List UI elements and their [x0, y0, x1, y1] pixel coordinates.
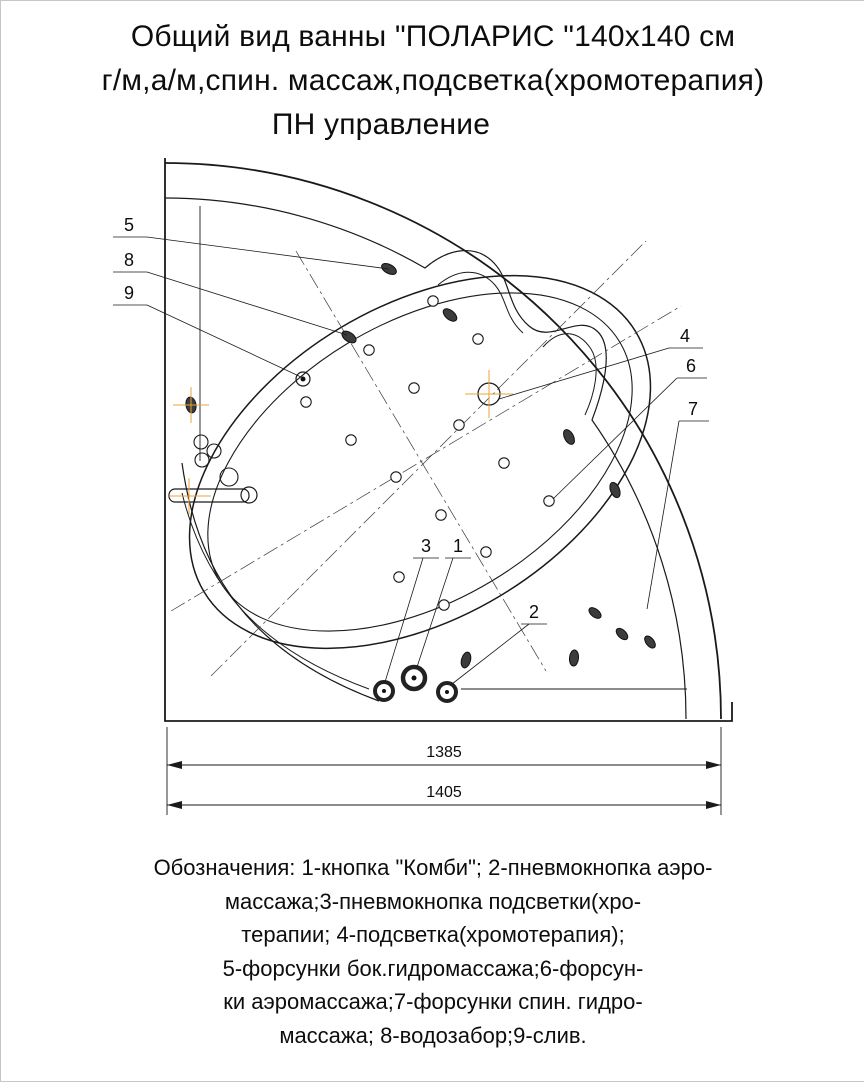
bath-front-arc — [164, 162, 722, 720]
spine-jet-icon — [644, 635, 656, 649]
spine-jet-icon — [588, 607, 602, 619]
corner-seat — [181, 462, 380, 702]
hydro-jet-icon — [609, 481, 621, 499]
hydro-jet-icon — [568, 649, 580, 667]
aero-jet-icon — [480, 546, 492, 558]
callout-numbers: 5 8 9 4 6 7 3 1 2 — [124, 215, 698, 622]
title-line-2: г/м,а/м,спин. массаж,подсветка(хромотера… — [101, 64, 765, 97]
headrest-detail-left — [437, 271, 524, 334]
seat-edge-outer — [181, 462, 380, 702]
callout-3: 3 — [421, 536, 431, 556]
legend-line: терапии; 4-подсветка(хромотерапия); — [241, 922, 625, 947]
callout-4: 4 — [680, 326, 690, 346]
button-light-icon — [373, 680, 395, 702]
legend-line: массажа; 8-водозабор;9-слив. — [279, 1022, 587, 1048]
aero-jet-icon — [472, 333, 484, 345]
leader-line-4 — [498, 347, 670, 400]
leader-line-9 — [146, 304, 302, 378]
spout-knob-icon — [240, 486, 258, 504]
button-light-dot — [382, 689, 386, 693]
callout-9: 9 — [124, 283, 134, 303]
legend-line: ки аэромассажа;7-форсунки спин. гидро- — [223, 989, 643, 1014]
title-line-1: Общий вид ванны "ПОЛАРИС "140х140 см — [130, 20, 736, 53]
aero-jet-icon — [543, 495, 555, 507]
hydro-jet-icon — [460, 651, 472, 669]
leader-line-8 — [146, 271, 348, 336]
water-intake-icon — [341, 330, 357, 344]
callout-2: 2 — [529, 602, 539, 622]
hydro-jet-icon — [442, 308, 458, 322]
chromotherapy-light — [465, 370, 513, 418]
aero-jet-icon — [363, 344, 375, 356]
aero-jet-icon — [427, 295, 439, 307]
spine-jet-icon — [615, 627, 629, 641]
arrow-icon — [167, 761, 182, 769]
spine-jets — [588, 607, 656, 649]
hydro-jet-icon — [563, 429, 575, 445]
centerlines — [170, 240, 682, 677]
bath-straight-edges — [164, 158, 733, 722]
leader-line-3 — [384, 557, 424, 683]
button-aero-icon — [436, 681, 458, 703]
legend-line: массажа;3-пневмокнопка подсветки(хро- — [224, 888, 642, 914]
button-combi-icon — [400, 664, 428, 692]
aero-jet-icon — [498, 457, 510, 469]
hydro-jets — [341, 263, 621, 669]
title-line-3: ПН управление — [271, 108, 491, 141]
drawing-title: Общий вид ванны "ПОЛАРИС "140х140 см г/м… — [1, 15, 864, 147]
dim-value-outer: 1405 — [426, 784, 462, 801]
tap-handle-icon — [193, 434, 209, 450]
centerline-diagonal — [210, 240, 647, 677]
arrow-icon — [706, 761, 721, 769]
rim-inner-edge — [164, 197, 687, 720]
centerline-minor-axis — [295, 250, 547, 672]
tap-handle-icon — [206, 443, 222, 459]
legend-line: 5-форсунки бок.гидромассажа;6-форсун- — [222, 955, 644, 981]
dimensions: 1385 1405 — [166, 727, 722, 815]
legend-line: Обозначения: 1-кнопка "Комби"; 2-пневмок… — [153, 855, 713, 880]
aero-jet-icon — [345, 434, 357, 446]
drain-icon — [295, 371, 311, 387]
leader-line-1 — [416, 557, 454, 668]
aero-jets — [300, 295, 555, 611]
aero-jet-icon — [300, 396, 312, 408]
aero-jet-icon — [453, 419, 465, 431]
basin-outer-edge — [188, 274, 652, 650]
callout-1: 1 — [453, 536, 463, 556]
leader-line-7 — [646, 420, 680, 610]
callout-7: 7 — [688, 399, 698, 419]
dim-value-inner: 1385 — [426, 744, 462, 761]
arrow-icon — [706, 801, 721, 809]
aero-jet-icon — [438, 599, 450, 611]
callout-8: 8 — [124, 250, 134, 270]
callout-leaders — [113, 236, 709, 685]
aero-jet-icon — [408, 382, 420, 394]
headrest-detail-right — [542, 333, 597, 416]
callout-5: 5 — [124, 215, 134, 235]
aero-jet-icon — [435, 509, 447, 521]
drain-center-dot — [300, 376, 306, 382]
button-aero-dot — [445, 690, 449, 694]
leader-line-6 — [552, 377, 678, 500]
leader-line-5 — [146, 236, 390, 270]
bath-outline — [164, 158, 733, 722]
arrow-icon — [167, 801, 182, 809]
button-combi-dot — [411, 675, 417, 681]
drain — [295, 371, 311, 387]
faucet-assembly — [168, 387, 258, 514]
legend: Обозначения: 1-кнопка "Комби"; 2-пневмок… — [101, 851, 765, 1052]
tap-handle-icon — [194, 452, 210, 468]
aero-jet-icon — [393, 571, 405, 583]
seat-edge-inner — [181, 492, 370, 690]
leader-line-2 — [451, 623, 530, 685]
centerline-major-axis — [170, 305, 682, 612]
callout-6: 6 — [686, 356, 696, 376]
tap-body-icon — [219, 467, 239, 487]
aero-jet-icon — [390, 471, 402, 483]
pneumatic-buttons — [373, 664, 458, 703]
